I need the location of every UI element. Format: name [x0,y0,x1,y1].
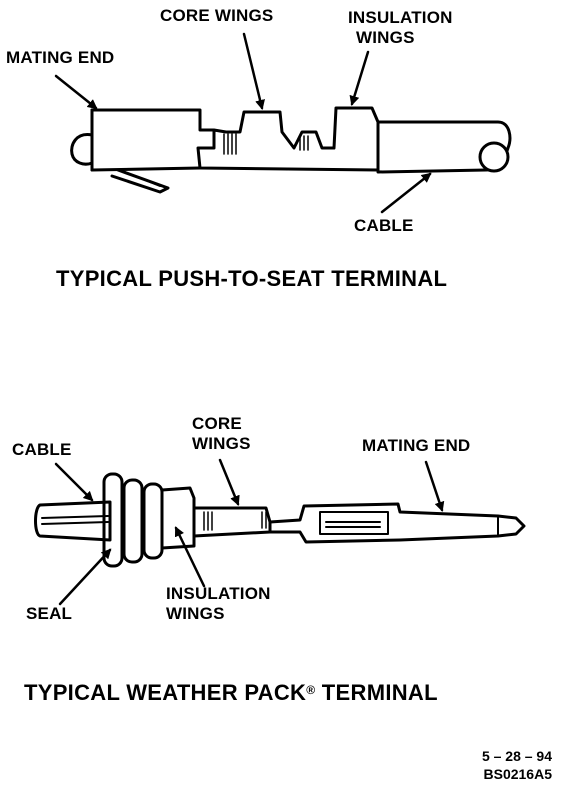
push-arrow-mating-end [54,74,98,110]
weather-pack-body [268,502,526,544]
weather-pack-window [319,511,389,535]
wp-arrow-cable [54,462,94,502]
weather-pack-core-striations [203,511,267,531]
wp-label-insulation-wings-line1: INSULATION [166,584,271,603]
weather-pack-terminal [34,458,526,606]
wp-label-cable: CABLE [12,440,72,459]
wp-label-seal: SEAL [26,604,73,623]
registered-mark: ® [306,683,316,697]
label-mating-end: MATING END [6,48,115,67]
label-insulation-wings-line2: WINGS [356,28,415,47]
reference-date: 5 – 28 – 94 [481,748,552,764]
push-terminal-lower-tab [110,168,170,194]
push-to-seat-terminal [54,32,512,214]
wp-label-insulation-wings-line2: WINGS [166,604,225,623]
caption-weather-pack: TYPICAL WEATHER PACK® TERMINAL [24,680,438,706]
push-arrow-core-wings [242,32,265,110]
label-core-wings: CORE WINGS [160,6,274,25]
wp-arrow-seal [58,548,112,606]
push-arrow-insulation-wings [349,50,370,106]
push-core-striations [223,133,309,155]
push-terminal-hook [70,133,94,166]
reference-code: BS0216A5 [483,766,553,782]
weather-pack-cable [34,500,112,542]
wp-arrow-mating-end [424,460,445,512]
wp-arrow-insulation-wings [174,526,206,588]
caption-push-to-seat: TYPICAL PUSH-TO-SEAT TERMINAL [56,266,448,291]
push-arrow-cable [380,172,432,214]
wp-label-core-wings-line2: WINGS [192,434,251,453]
weather-pack-core-crimp [192,506,272,538]
weather-pack-seal [102,472,164,568]
push-terminal-body [90,106,380,172]
push-cable-end [478,141,510,173]
wp-label-core-wings-line1: CORE [192,414,242,433]
wp-arrow-core-wings [218,458,240,506]
wp-label-mating-end: MATING END [362,436,471,455]
caption-weather-pack-text: TYPICAL WEATHER PACK [24,680,307,705]
caption-weather-pack-suffix: TERMINAL [315,680,438,705]
label-insulation-wings-line1: INSULATION [348,8,453,27]
weather-pack-insulation-crimp [160,486,196,550]
label-cable: CABLE [354,216,414,235]
